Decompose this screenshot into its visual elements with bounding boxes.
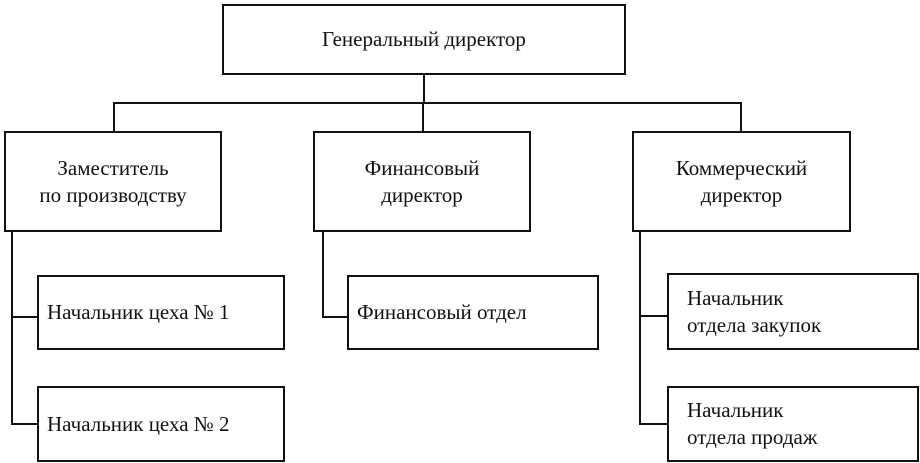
node-shop-head-1-label: Начальник цеха № 1 [47, 300, 230, 325]
node-sales-head-label: Начальник отдела продаж [687, 398, 818, 449]
node-shop-head-1: Начальник цеха № 1 [37, 275, 285, 350]
node-finance-director: Финансовый директор [313, 131, 531, 232]
node-purchasing-head-label: Начальник отдела закупок [687, 285, 822, 337]
node-finance-department-label: Финансовый отдел [357, 300, 527, 325]
node-sales-head: Начальник отдела продаж [667, 386, 919, 462]
node-general-director-label: Генеральный директор [322, 27, 526, 52]
node-shop-head-2: Начальник цеха № 2 [37, 386, 285, 462]
node-shop-head-2-label: Начальник цеха № 2 [47, 411, 230, 436]
node-commercial-director: Коммерческий директор [632, 131, 851, 232]
node-deputy-production: Заместитель по производству [4, 131, 222, 232]
node-commercial-director-label: Коммерческий директор [675, 155, 808, 207]
node-finance-director-label: Финансовый директор [364, 155, 480, 207]
node-general-director: Генеральный директор [222, 4, 626, 75]
node-finance-department: Финансовый отдел [347, 275, 599, 350]
node-deputy-production-label: Заместитель по производству [39, 155, 187, 207]
node-purchasing-head: Начальник отдела закупок [667, 273, 919, 350]
